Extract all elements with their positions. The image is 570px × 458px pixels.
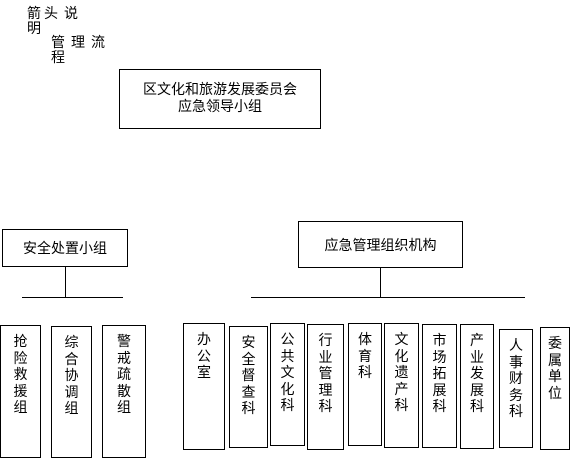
unit-box-industry-management: 行业管理科 [307, 324, 344, 450]
unit-box-evacuation: 警戒疏散组 [102, 325, 146, 458]
legend-char: 理 [71, 35, 85, 51]
unit-box-market-expansion: 市场拓展科 [422, 324, 457, 448]
unit-box-office: 办公室 [183, 323, 225, 450]
leadership-group-box: 区文化和旅游发展委员会 应急领导小组 [119, 69, 321, 129]
unit-box-safety-inspection: 安全督查科 [229, 326, 268, 448]
unit-label: 警戒疏散组 [117, 334, 131, 416]
emergency-management-label: 应急管理组织机构 [324, 237, 437, 254]
unit-label: 委属单位 [548, 336, 562, 402]
unit-box-hr-finance: 人事财务科 [499, 329, 533, 448]
unit-label: 行业管理科 [318, 333, 333, 415]
legend-char: 程 [51, 50, 65, 66]
legend-char: 流 [91, 35, 105, 51]
connector-right-bus [251, 297, 525, 298]
legend-char: 说 [64, 6, 78, 22]
unit-box-cultural-heritage: 文化遗产科 [384, 323, 419, 448]
unit-label: 综合协调组 [64, 335, 79, 417]
leadership-title-line2: 应急领导小组 [178, 99, 262, 115]
connector-left-bus [22, 297, 123, 298]
unit-box-coordination: 综合协调组 [51, 326, 92, 458]
unit-label: 人事财务科 [509, 338, 523, 420]
legend-char: 箭 [27, 6, 41, 22]
legend-char: 明 [27, 21, 41, 37]
connector-left-vertical [65, 267, 66, 297]
unit-label: 市场拓展科 [432, 333, 447, 415]
unit-box-public-culture: 公共文化科 [270, 323, 305, 446]
legend-char: 头 [44, 6, 58, 22]
unit-box-sports: 体育科 [348, 323, 382, 446]
legend-char: 管 [51, 35, 65, 51]
safety-handling-group-label: 安全处置小组 [23, 241, 107, 257]
unit-label: 安全督查科 [241, 335, 256, 417]
unit-label: 体育科 [358, 332, 372, 381]
leadership-title-line1: 区文化和旅游发展委员会 [143, 82, 297, 98]
unit-box-rescue: 抢险救援组 [0, 325, 41, 458]
unit-label: 抢险救援组 [13, 334, 28, 416]
unit-box-industry-development: 产业发展科 [460, 324, 494, 449]
unit-box-affiliated-units: 委属单位 [540, 327, 570, 450]
emergency-management-box: 应急管理组织机构 [298, 221, 463, 268]
unit-label: 文化遗产科 [394, 332, 409, 414]
unit-label: 公共文化科 [280, 332, 295, 414]
safety-handling-group-box: 安全处置小组 [2, 229, 128, 267]
connector-right-vertical [380, 268, 381, 297]
unit-label: 办公室 [197, 332, 211, 381]
unit-label: 产业发展科 [470, 333, 484, 415]
